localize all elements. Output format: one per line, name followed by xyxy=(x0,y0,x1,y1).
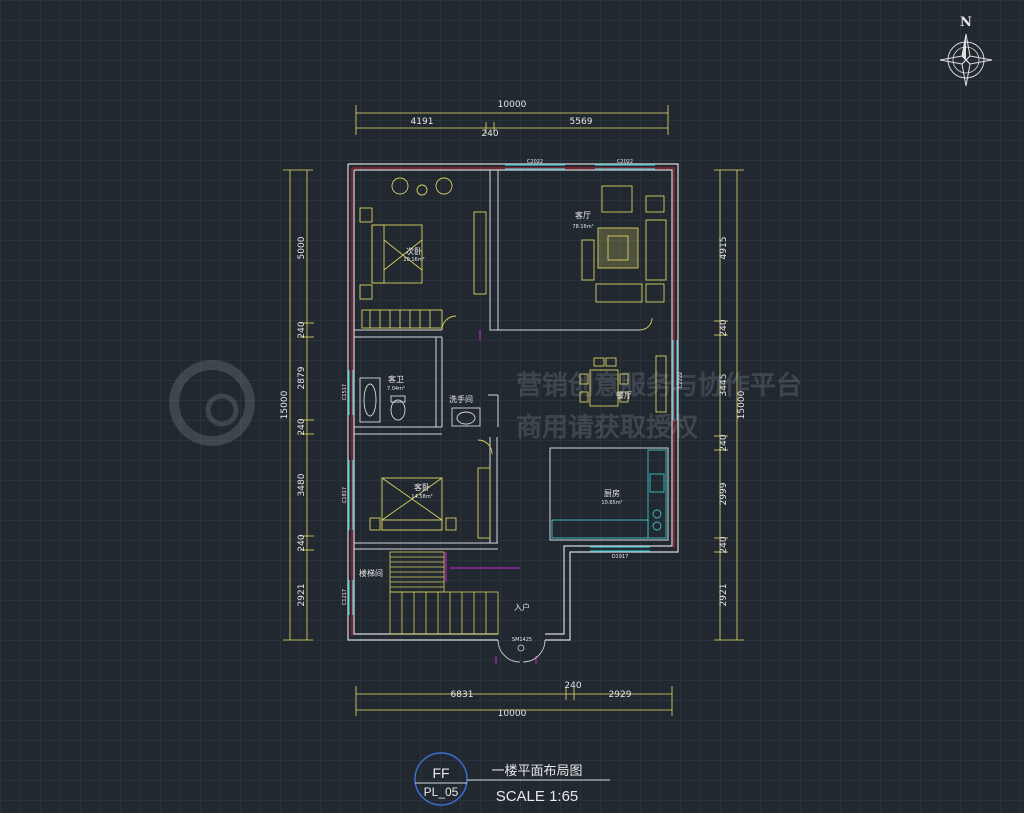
dim-top-wall: 240 xyxy=(481,129,498,139)
living-room-furniture xyxy=(581,185,667,331)
room-stairwell-name: 楼梯间 xyxy=(359,568,383,578)
room-dining-name: 餐厅 xyxy=(616,391,632,400)
dim-bottom-left: 6831 xyxy=(451,690,474,700)
window-label-c2022a: C2022 xyxy=(527,159,543,165)
interior-walls xyxy=(354,170,669,550)
title-code-bottom: PL_05 xyxy=(424,785,459,799)
dim-top-total: 10000 xyxy=(498,100,527,110)
kitchen-fixtures xyxy=(551,449,667,539)
window-label-c2022b: C2022 xyxy=(617,159,633,165)
dim-left-seg2: 240 xyxy=(297,321,307,338)
window-label-c1817: C1817 xyxy=(342,487,348,503)
window-label-d1917: D1917 xyxy=(612,554,629,560)
dim-right-seg5: 2999 xyxy=(719,482,729,505)
room-kitchen-area: 10.65m² xyxy=(601,500,622,506)
dim-right-seg2: 240 xyxy=(719,319,729,336)
north-label: N xyxy=(960,15,972,30)
window-label-c1517: C1517 xyxy=(342,384,348,400)
dim-right-total: 15000 xyxy=(737,390,747,419)
room-guest-bedroom-name: 客卧 xyxy=(414,482,430,492)
room-living-name: 客厅 xyxy=(575,210,591,220)
dim-bottom-right: 2929 xyxy=(609,690,632,700)
guest-bedroom-furniture xyxy=(369,439,493,539)
room-guest-bedroom-area: 14.58m² xyxy=(411,494,432,500)
dim-left-total: 15000 xyxy=(280,390,290,419)
red-boundary xyxy=(351,167,675,636)
room-bathroom-name: 客卫 xyxy=(388,374,404,384)
title-block xyxy=(414,752,610,806)
room-washroom-name: 洗手间 xyxy=(449,394,473,404)
bottom-dimension-line xyxy=(355,686,673,716)
room-master-bedroom-name: 次卧 xyxy=(406,246,422,256)
dim-left-seg1: 5000 xyxy=(297,236,307,259)
entrance-door xyxy=(497,639,546,663)
left-dimension-line xyxy=(283,169,314,641)
room-bathroom-area: 7.04m² xyxy=(387,386,405,392)
window-label-c2222: C2222 xyxy=(678,372,684,388)
dim-right-seg7: 2921 xyxy=(719,584,729,607)
dim-left-seg3: 2879 xyxy=(297,366,307,389)
washroom-fixtures xyxy=(451,407,481,427)
windows xyxy=(348,164,678,615)
compass-icon xyxy=(939,33,993,87)
right-dimension-line xyxy=(714,169,744,641)
watermark-line2: 商用请获取授权 xyxy=(516,412,698,443)
drawing-scale: SCALE 1:65 xyxy=(496,788,579,805)
dim-left-seg6: 240 xyxy=(297,534,307,551)
dim-right-seg4: 240 xyxy=(719,434,729,451)
dim-left-seg4: 240 xyxy=(297,418,307,435)
dim-left-seg7: 2921 xyxy=(297,584,307,607)
bathroom-fixtures xyxy=(359,377,406,423)
dim-right-seg6: 240 xyxy=(719,536,729,553)
title-code-top: FF xyxy=(432,765,449,781)
bedroom-furniture xyxy=(359,177,487,331)
window-label-c1217: C1217 xyxy=(342,589,348,605)
dining-furniture xyxy=(579,355,667,413)
dim-right-seg1: 4915 xyxy=(719,237,729,260)
top-dimension-line xyxy=(355,105,669,135)
dim-right-seg3: 3445 xyxy=(719,374,729,397)
dim-top-right: 5569 xyxy=(570,117,593,127)
room-kitchen-name: 厨房 xyxy=(604,488,620,498)
door-label-m1425: SM1425 xyxy=(512,637,532,643)
dim-bottom-wall: 240 xyxy=(564,681,581,691)
room-master-bedroom-area: 20.16m² xyxy=(403,257,424,263)
room-entrance-name: 入户 xyxy=(514,602,530,612)
magenta-markers xyxy=(445,330,537,664)
watermark: 营销创意服务与协作平台 商用请获取授权 xyxy=(169,360,802,446)
dim-left-seg5: 3480 xyxy=(297,473,307,496)
dim-bottom-total: 10000 xyxy=(498,709,527,719)
drawing-title: 一楼平面布局图 xyxy=(491,764,582,779)
watermark-line1: 营销创意服务与协作平台 xyxy=(516,370,802,401)
dim-top-left: 4191 xyxy=(411,117,434,127)
staircase xyxy=(389,551,499,635)
room-living-area: 78.16m² xyxy=(572,224,593,230)
